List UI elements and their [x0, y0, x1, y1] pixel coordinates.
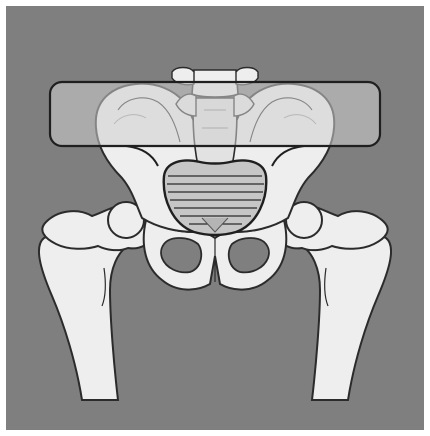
- iliac-crest-band: [50, 82, 380, 146]
- pelvic-inlet: [164, 161, 267, 235]
- illustration-panel: [6, 6, 424, 430]
- pelvis-illustration-icon: [6, 6, 424, 430]
